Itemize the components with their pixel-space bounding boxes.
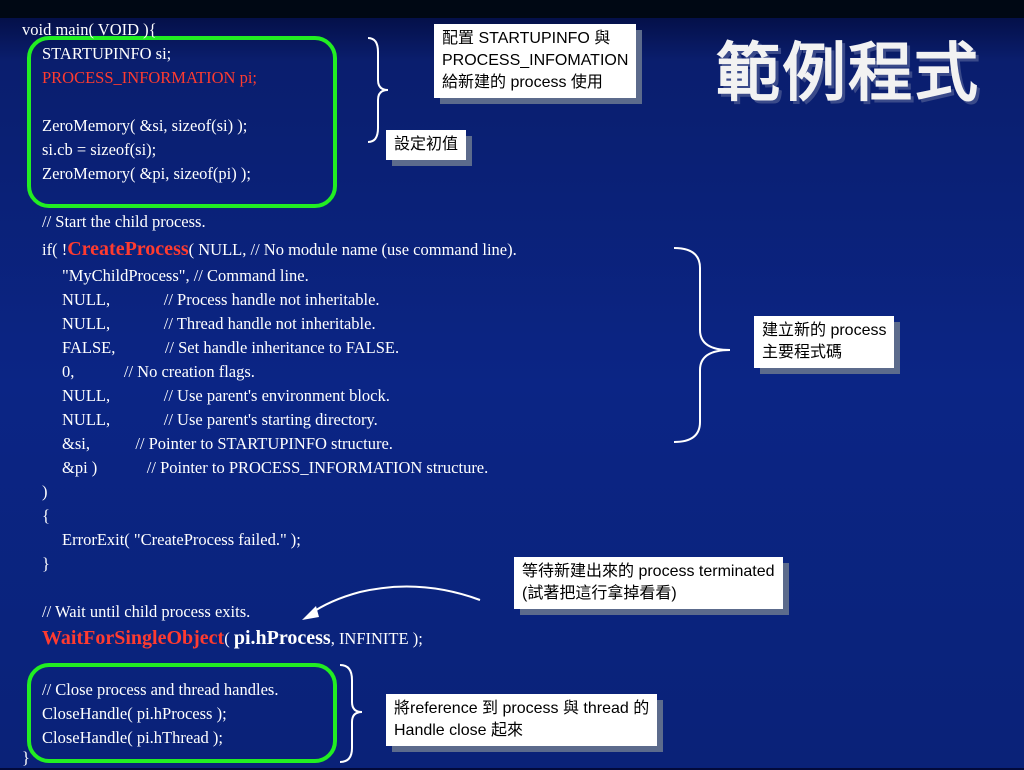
callout-init: 設定初值 xyxy=(386,130,467,160)
code-line: si.cb = sizeof(si); xyxy=(42,140,157,159)
arrow-wait-head xyxy=(302,606,319,620)
code-line: { xyxy=(42,506,50,525)
code-line: WaitForSingleObject( pi.hProcess, INFINI… xyxy=(42,626,423,651)
code-line: } xyxy=(42,554,50,573)
code-line: NULL, // Use parent's starting directory… xyxy=(62,410,378,429)
code-line: STARTUPINFO si; xyxy=(42,44,172,63)
code-line: CloseHandle( pi.hProcess ); xyxy=(42,704,227,723)
code-line: // Wait until child process exits. xyxy=(42,602,251,621)
code-line: ErrorExit( "CreateProcess failed." ); xyxy=(62,530,301,549)
code-line: } xyxy=(22,748,30,767)
code-line: ) xyxy=(42,482,48,501)
create-process-func: CreateProcess xyxy=(67,238,189,260)
code-text: ( xyxy=(224,629,234,648)
code-line: // Start the child process. xyxy=(42,212,206,231)
code-line: void main( VOID ){ xyxy=(22,20,157,39)
code-line: NULL, // Use parent's environment block. xyxy=(62,386,390,405)
code-line: ZeroMemory( &pi, sizeof(pi) ); xyxy=(42,164,251,183)
init-highlight-box xyxy=(27,36,337,208)
code-line: FALSE, // Set handle inheritance to FALS… xyxy=(62,338,400,357)
wait-arg: pi.hProcess xyxy=(233,627,331,649)
code-line: &pi ) // Pointer to PROCESS_INFORMATION … xyxy=(62,458,489,477)
code-line: ZeroMemory( &si, sizeof(si) ); xyxy=(42,116,248,135)
code-line: NULL, // Process handle not inheritable. xyxy=(62,290,380,309)
close-highlight-box xyxy=(27,663,337,763)
wait-func: WaitForSingleObject xyxy=(42,627,225,649)
code-line: CloseHandle( pi.hThread ); xyxy=(42,728,223,747)
brace-create xyxy=(673,247,731,443)
code-line: NULL, // Thread handle not inheritable. xyxy=(62,314,376,333)
code-line: &si, // Pointer to STARTUPINFO structure… xyxy=(62,434,393,453)
brace-init xyxy=(367,37,389,143)
callout-wait: 等待新建出來的 process terminated (試著把這行拿掉看看) xyxy=(514,557,783,609)
arrow-wait-line xyxy=(309,585,481,615)
callout-alloc: 配置 STARTUPINFO 與 PROCESS_INFOMATION 給新建的… xyxy=(434,24,637,98)
code-line: if( !CreateProcess( NULL, // No module n… xyxy=(42,237,517,262)
code-text: ( NULL, // No module name (use command l… xyxy=(188,240,517,259)
brace-close xyxy=(339,664,363,763)
code-line: 0, // No creation flags. xyxy=(62,362,255,381)
code-highlight: PROCESS_INFORMATION pi; xyxy=(42,68,257,87)
code-line: // Close process and thread handles. xyxy=(42,680,279,699)
code-line: "MyChildProcess", // Command line. xyxy=(62,266,309,285)
callout-create: 建立新的 process 主要程式碼 xyxy=(754,316,895,368)
top-bar xyxy=(0,0,1024,18)
slide-title: 範例程式 xyxy=(716,37,980,111)
code-line: PROCESS_INFORMATION pi; xyxy=(42,66,257,90)
callout-close: 將reference 到 process 與 thread 的 Handle c… xyxy=(386,694,658,746)
code-text: if( ! xyxy=(42,240,68,259)
code-text: , INFINITE ); xyxy=(330,629,423,648)
